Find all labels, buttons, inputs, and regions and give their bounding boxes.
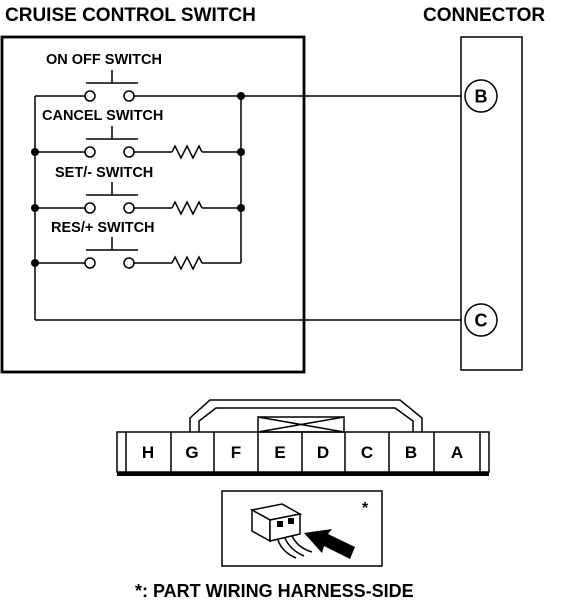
view-arrow-icon: [304, 529, 355, 559]
connector-pin-c-label: C: [475, 311, 488, 331]
harness-cell-c: C: [361, 443, 373, 462]
connector-body: [460, 36, 523, 371]
view-mark: *: [362, 500, 369, 517]
connector-pin-b: B: [464, 79, 498, 113]
connector-pin-c: C: [464, 303, 498, 337]
harness-cell-h: H: [142, 443, 154, 462]
harness-side-note: *: PART WIRING HARNESS-SIDE: [135, 581, 414, 601]
connector-title: CONNECTOR: [423, 5, 545, 26]
switch-contacts: [84, 90, 135, 269]
harness-cell-g: G: [185, 443, 198, 462]
harness-cell-f: F: [231, 443, 241, 462]
connector-pin-b-label: B: [475, 87, 488, 107]
wiring: [34, 70, 462, 321]
harness-cell-a: A: [451, 443, 463, 462]
harness-view-inset: *: [221, 490, 383, 567]
switch-label-on-off: ON OFF SWITCH: [46, 52, 162, 68]
junction-dots: [31, 92, 245, 267]
harness-connector: H G F E D C B A: [116, 399, 490, 476]
switch-label-cancel: CANCEL SWITCH: [42, 108, 163, 124]
connector-plug-icon: [249, 503, 313, 559]
switch-title: CRUISE CONTROL SWITCH: [5, 5, 256, 26]
harness-cell-b: B: [405, 443, 417, 462]
harness-dividers: [125, 432, 481, 472]
switch-label-set: SET/- SWITCH: [55, 165, 153, 181]
harness-cell-e: E: [274, 443, 285, 462]
harness-cell-d: D: [317, 443, 329, 462]
switch-box: [0, 35, 306, 374]
switch-label-res: RES/+ SWITCH: [51, 220, 155, 236]
